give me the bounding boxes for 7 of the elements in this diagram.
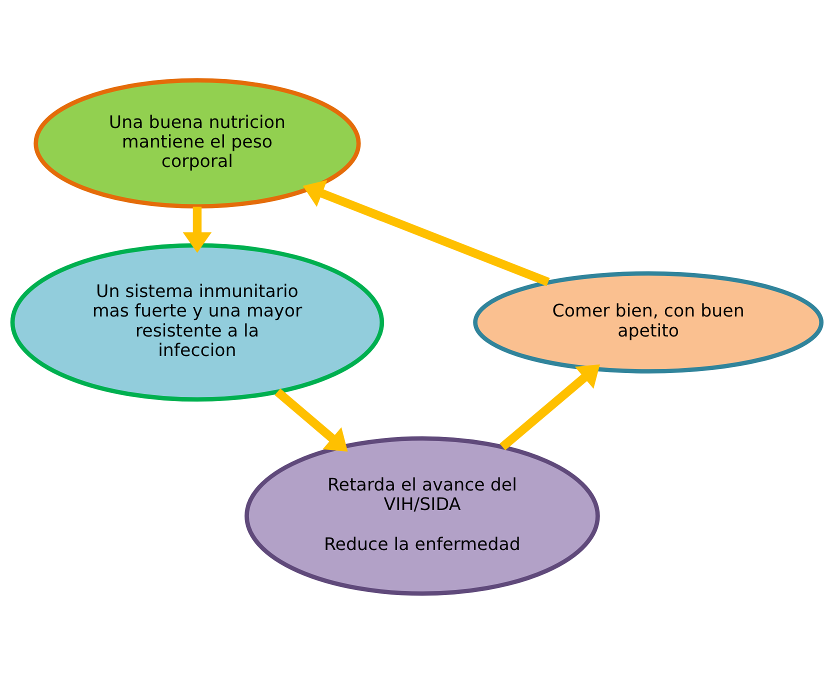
arrow (182, 206, 212, 252)
node-ellipse: Comer bien, con buen apetito (473, 270, 824, 373)
arrow (302, 179, 550, 286)
node-ellipse: Un sistema inmunitario mas fuerte y una mayor resistente a la infeccion (10, 242, 384, 402)
node-ellipse: Retarda el avance del VIH/SIDA Reduce la enfermedad (244, 436, 600, 596)
arrow (274, 388, 348, 452)
arrow (500, 364, 600, 450)
